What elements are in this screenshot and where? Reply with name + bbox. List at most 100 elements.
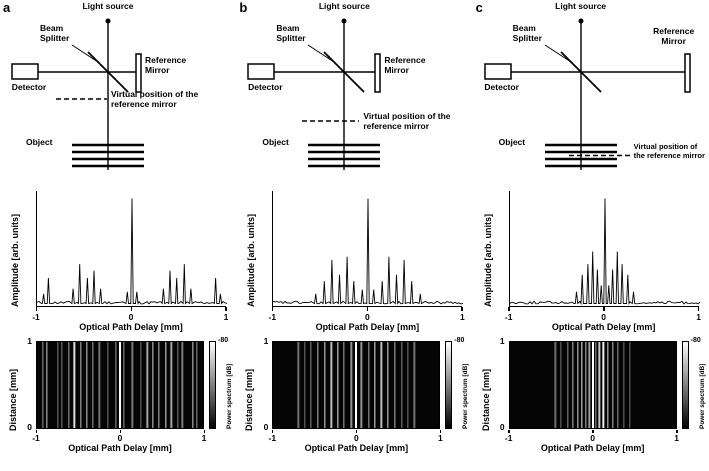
x-tick-label: 0 <box>364 312 370 322</box>
colorbar-label: Power spectrum [dB] <box>462 363 470 429</box>
spectrum-plot-a: Distance [mm] 1 0 -80 Power spectrum [dB… <box>0 333 236 471</box>
spectrum-stripe <box>170 342 173 428</box>
object-label: Object <box>262 137 289 147</box>
light-source-dot <box>578 18 584 24</box>
x-tick-label: 1 <box>437 433 443 443</box>
spectrum-stripe <box>119 342 121 428</box>
object-layers <box>72 143 144 168</box>
spectrum-stripe <box>304 342 306 428</box>
x-tick-mark <box>439 430 442 433</box>
x-tick-mark <box>508 307 510 311</box>
schematic-b: Light source Beam Splitter Detector Refe… <box>236 0 472 183</box>
beam-splitter-pointer-line <box>308 44 335 63</box>
colorbar <box>209 341 216 429</box>
x-tick-mark <box>366 307 369 311</box>
beam-splitter-pointer-line <box>544 44 571 63</box>
spectrum-stripe <box>616 342 619 428</box>
x-tick-mark <box>130 307 132 311</box>
spectrum-stripe <box>572 342 574 428</box>
amplitude-plot-b: Amplitude [arb. units] -1 0 1 Optical Pa… <box>236 183 472 333</box>
spectrum-stripe <box>373 342 376 428</box>
schematic-a: Light source Beam Splitter Detector Refe… <box>0 0 236 183</box>
spectrum-stripe <box>46 342 48 428</box>
amplitude-y-label: Amplitude [arb. units] <box>246 214 257 307</box>
x-tick-label: -1 <box>268 433 277 443</box>
x-tick-label: 1 <box>696 312 702 322</box>
x-tick-label: 0 <box>117 433 123 443</box>
x-tick-label: 1 <box>459 312 465 322</box>
x-tick-label: 0 <box>601 312 607 322</box>
spectrum-stripe <box>192 342 194 428</box>
spectrum-stripe <box>413 342 416 428</box>
schematic-drawing-c <box>483 18 691 170</box>
beam-splitter-line <box>560 51 602 93</box>
x-tick-label: -1 <box>268 312 277 322</box>
amplitude-trace-svg <box>509 198 700 306</box>
amplitude-axes-box <box>272 191 464 307</box>
detector-box <box>11 63 39 80</box>
x-tick-mark <box>35 307 37 311</box>
virtual-position-label: Virtual position of the reference mirror <box>363 111 451 131</box>
beam-splitter-pointer-line <box>71 44 99 63</box>
detector-label: Detector <box>248 82 283 92</box>
spectrum-stripe <box>554 342 556 428</box>
spectrum-stripe <box>591 342 594 428</box>
spectrum-stripe <box>387 342 389 428</box>
x-tick-mark <box>355 430 358 433</box>
spectrum-stripe <box>86 342 88 428</box>
spectrum-x-label: Optical Path Delay [mm] <box>540 443 645 453</box>
spectrum-stripe <box>355 342 358 428</box>
spectrum-stripe <box>401 342 403 428</box>
spectrum-stripe <box>140 342 142 428</box>
x-tick-label: 0 <box>128 312 134 322</box>
schematic-drawing-b <box>247 18 382 170</box>
virtual-position-label: Virtual position of the reference mirror <box>111 89 199 109</box>
x-tick-mark <box>676 430 678 433</box>
colorbar-tick-label: -80 <box>454 337 465 344</box>
panel-letter-b: b <box>239 0 248 15</box>
spectrum-stripe <box>360 342 362 428</box>
colorbar-tick-label: -80 <box>690 337 701 344</box>
spectrum-stripe <box>297 342 299 428</box>
x-tick-label: 1 <box>674 433 680 443</box>
spectrum-stripe <box>623 342 625 428</box>
spectrum-stripe <box>57 342 59 428</box>
spectrum-stripe <box>73 342 75 428</box>
beam-splitter-label: Beam Splitter <box>276 23 306 43</box>
x-tick-mark <box>119 430 121 433</box>
detector-box <box>247 63 276 80</box>
amplitude-x-label: Optical Path Delay [mm] <box>79 322 183 332</box>
power-spectrum-image <box>508 341 677 429</box>
spectrum-stripe <box>343 342 345 428</box>
schematic-drawing-a <box>11 18 144 170</box>
spectrum-stripe <box>61 342 63 428</box>
spectrum-stripe <box>91 342 94 428</box>
spectrum-x-label: Optical Path Delay [mm] <box>68 443 172 453</box>
reference-mirror-label: Reference Mirror <box>384 55 426 75</box>
reference-mirror-label: Reference Mirror <box>653 26 695 46</box>
spectrum-stripe <box>393 342 396 428</box>
x-tick-mark <box>203 430 205 433</box>
spectrum-stripe <box>115 342 117 428</box>
colorbar <box>681 341 689 429</box>
amplitude-trace <box>509 198 700 306</box>
colorbar-label: Power spectrum [dB] <box>698 363 706 429</box>
x-tick-label: 0 <box>590 433 596 443</box>
x-tick-mark <box>697 307 700 311</box>
y-tick-label: 0 <box>263 422 269 432</box>
amplitude-x-label: Optical Path Delay [mm] <box>315 322 420 332</box>
y-tick-label: 1 <box>499 336 505 346</box>
amplitude-plot-a: Amplitude [arb. units] -1 0 1 Optical Pa… <box>0 183 236 333</box>
amplitude-trace <box>273 198 464 305</box>
beam-splitter-label: Beam Splitter <box>40 23 70 43</box>
x-tick-mark <box>592 430 594 433</box>
x-tick-mark <box>508 430 510 433</box>
light-source-label: Light source <box>82 1 134 11</box>
spectrum-stripe <box>602 342 605 428</box>
spectrum-stripe <box>158 342 160 428</box>
spectrum-y-label: Distance [mm] <box>8 368 18 431</box>
light-source-label: Light source <box>555 1 607 11</box>
schematic-c: Light source Beam Splitter Detector Refe… <box>473 0 709 183</box>
spectrum-stripe <box>67 342 70 428</box>
